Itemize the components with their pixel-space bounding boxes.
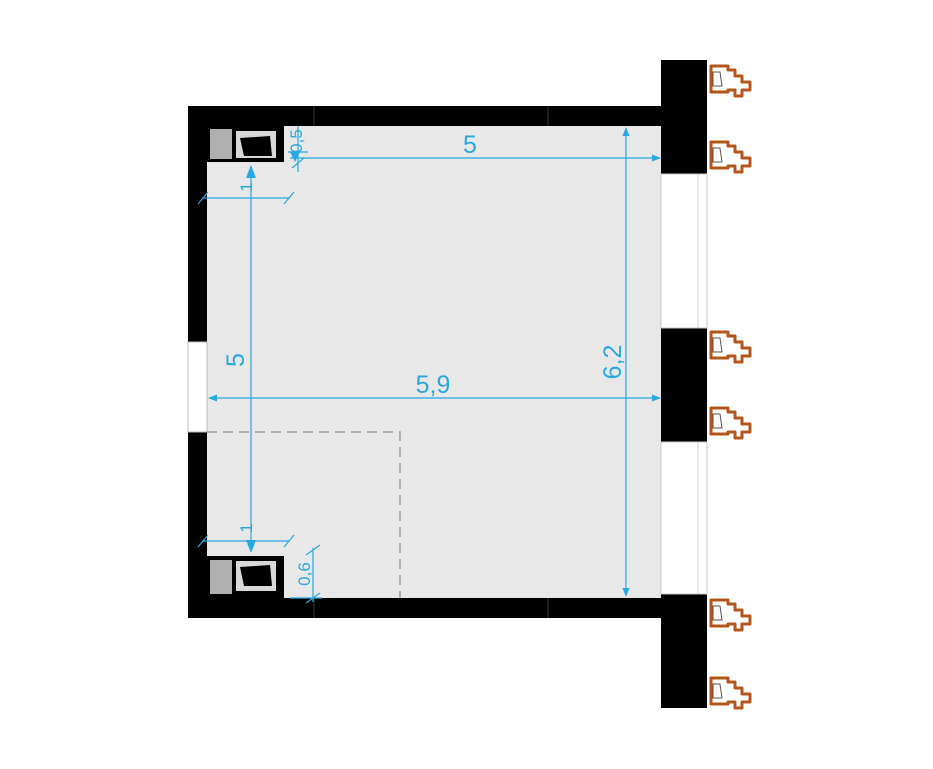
room-floor [207, 126, 662, 598]
right-window-upper [660, 173, 708, 329]
dim-label-offset-top-horizontal: 1 [237, 182, 256, 191]
wall-top [188, 106, 662, 126]
left-door-opening [187, 341, 208, 433]
ornament-5 [709, 598, 752, 632]
dimension-ticks [197, 157, 321, 604]
dim-label-offset-top-vertical: 0,5 [287, 129, 306, 153]
offset-arrows [246, 152, 300, 552]
wall-right-pier-top [661, 60, 707, 174]
dim-label-offset-bottom-horizontal: 1 [237, 523, 256, 532]
ornament-6 [709, 676, 752, 710]
ornament-4 [709, 406, 752, 440]
ornament-1 [709, 64, 752, 98]
wall-right-pier-middle [661, 328, 707, 442]
openings [187, 173, 708, 595]
dim-label-inner-width: 5,9 [416, 371, 451, 399]
ornament-3 [709, 330, 752, 364]
fixture-bottom-left [207, 556, 284, 598]
wall-right-pier-bottom [661, 594, 707, 708]
ornament-2 [709, 140, 752, 174]
dim-label-height-left: 5 [222, 353, 250, 367]
dim-label-height-right: 6,2 [599, 345, 627, 380]
wall-left-upper [188, 106, 207, 342]
wall-seams [313, 106, 549, 618]
dashed-zone-outline [207, 431, 401, 598]
dimension-lines [202, 126, 661, 602]
ornament-accents [712, 71, 723, 699]
dim-label-offset-bottom-vertical: 0,6 [295, 562, 314, 586]
wall-bottom [188, 598, 662, 618]
dim-label-top-width: 5 [463, 131, 477, 159]
wall-left-lower [188, 432, 207, 618]
fixture-top-left [207, 126, 284, 162]
right-window-lower [660, 441, 708, 595]
ornaments-right [709, 64, 752, 710]
